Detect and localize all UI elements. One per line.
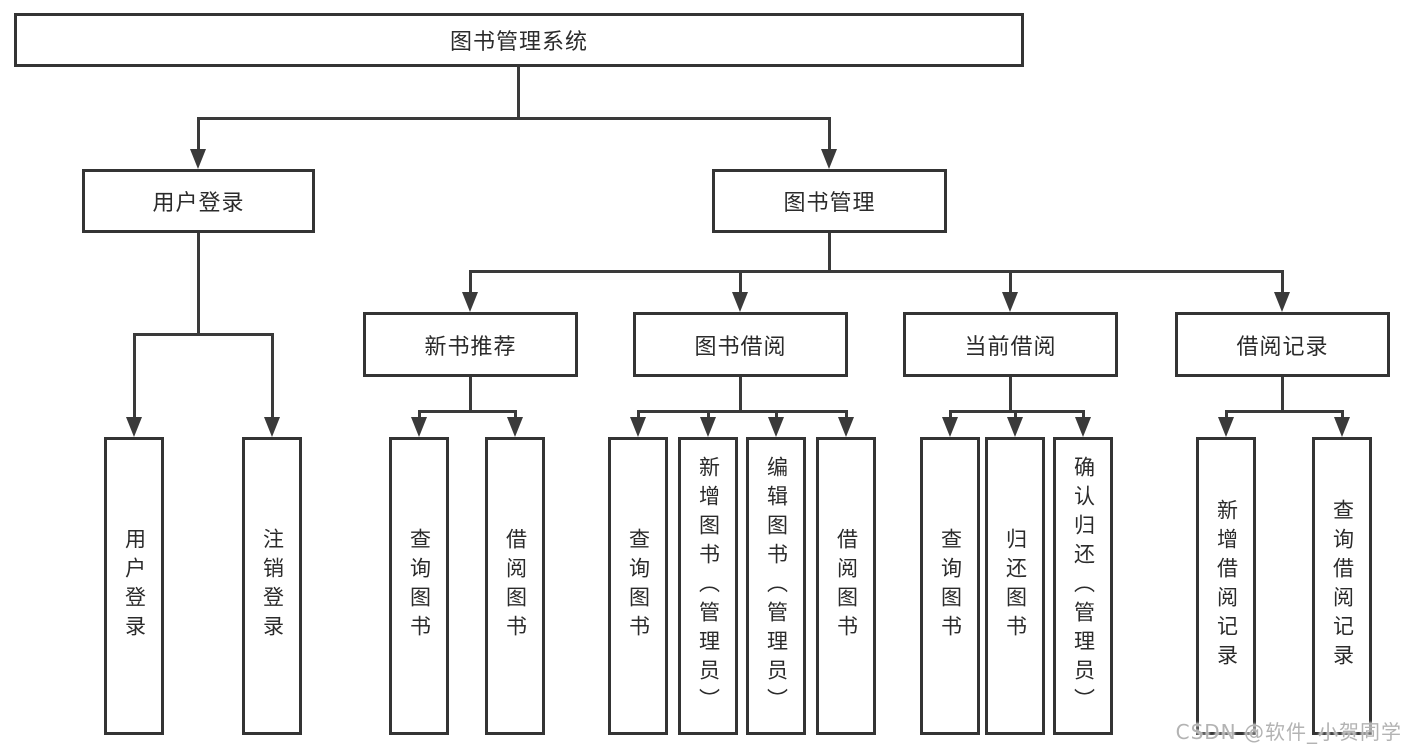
edge-drop-query-books-3	[949, 410, 952, 417]
arrowhead-borrow-books-2	[838, 417, 854, 437]
leaf-query-books-2: 查询图书	[608, 437, 668, 735]
edge-drop-confirm-return	[1082, 410, 1085, 417]
leaf-return-book: 归还图书	[985, 437, 1045, 735]
leaf-borrow-books-2-label: 借阅图书	[834, 528, 859, 644]
leaf-add-borrow-record: 新增借阅记录	[1196, 437, 1256, 735]
edge-book-borrow-horizontal	[637, 410, 848, 413]
edge-book-management-horizontal	[469, 270, 1283, 273]
edge-current-borrow-horizontal	[949, 410, 1085, 413]
edge-drop-current-borrow	[1009, 270, 1012, 292]
edge-new-book-recommend-horizontal	[418, 410, 517, 413]
leaf-query-books-3-label: 查询图书	[938, 528, 963, 644]
leaf-confirm-return-admin-label: 确认归还（管理员）	[1071, 455, 1096, 717]
arrowhead-book-management	[821, 149, 837, 169]
edge-current-borrow-trunk	[1009, 377, 1012, 411]
node-book-borrow: 图书借阅	[633, 312, 848, 377]
arrowhead-leaf-logout	[264, 417, 280, 437]
arrowhead-confirm-return	[1075, 417, 1091, 437]
edge-user-login-trunk	[197, 233, 200, 334]
node-borrow-records: 借阅记录	[1175, 312, 1390, 377]
edge-drop-book-borrow	[739, 270, 742, 292]
leaf-logout-label: 注销登录	[260, 528, 285, 644]
node-current-borrow: 当前借阅	[903, 312, 1118, 377]
arrowhead-edit-book	[768, 417, 784, 437]
edge-drop-borrow-books-2	[845, 410, 848, 417]
arrowhead-add-borrow-record	[1218, 417, 1234, 437]
edge-root-trunk	[517, 67, 520, 118]
arrowhead-user-login	[190, 149, 206, 169]
leaf-add-borrow-record-label: 新增借阅记录	[1214, 499, 1239, 673]
arrowhead-borrow-books-1	[507, 417, 523, 437]
leaf-query-borrow-record: 查询借阅记录	[1312, 437, 1372, 735]
edge-drop-leaf-user-login	[133, 333, 136, 417]
node-new-book-recommend: 新书推荐	[363, 312, 578, 377]
arrowhead-query-books-3	[942, 417, 958, 437]
edge-root-horizontal	[197, 117, 831, 120]
edge-drop-new-book-recommend	[469, 270, 472, 292]
leaf-user-login-label: 用户登录	[122, 528, 147, 644]
leaf-borrow-books-1-label: 借阅图书	[503, 528, 528, 644]
edge-drop-user-login	[197, 117, 200, 150]
leaf-query-borrow-record-label: 查询借阅记录	[1330, 499, 1355, 673]
leaf-edit-book-admin-label: 编辑图书（管理员）	[764, 455, 789, 717]
edge-borrow-records-trunk	[1281, 377, 1284, 411]
arrowhead-new-book-recommend	[462, 292, 478, 312]
edge-drop-query-books-1	[418, 410, 421, 417]
edge-book-borrow-trunk	[739, 377, 742, 411]
leaf-return-book-label: 归还图书	[1003, 528, 1028, 644]
edge-drop-book-management	[828, 117, 831, 150]
leaf-query-books-2-label: 查询图书	[626, 528, 651, 644]
edge-drop-edit-book	[775, 410, 778, 417]
leaf-add-book-admin: 新增图书（管理员）	[678, 437, 738, 735]
arrowhead-query-borrow-record	[1334, 417, 1350, 437]
arrowhead-current-borrow	[1002, 292, 1018, 312]
edge-new-book-recommend-trunk	[469, 377, 472, 411]
leaf-query-books-3: 查询图书	[920, 437, 980, 735]
arrowhead-borrow-records	[1274, 292, 1290, 312]
node-book-management: 图书管理	[712, 169, 947, 233]
edge-drop-borrow-records	[1281, 270, 1284, 292]
edge-borrow-records-horizontal	[1225, 410, 1344, 413]
arrowhead-add-book	[700, 417, 716, 437]
node-library-system: 图书管理系统	[14, 13, 1024, 67]
arrowhead-query-books-2	[630, 417, 646, 437]
edge-drop-query-books-2	[637, 410, 640, 417]
arrowhead-book-borrow	[732, 292, 748, 312]
edge-drop-add-book	[707, 410, 710, 417]
edge-drop-leaf-logout	[271, 333, 274, 417]
leaf-add-book-admin-label: 新增图书（管理员）	[696, 455, 721, 717]
csdn-watermark: CSDN @软件_小贺同学	[1175, 720, 1402, 744]
arrowhead-leaf-user-login	[126, 417, 142, 437]
edge-drop-borrow-books-1	[514, 410, 517, 417]
leaf-query-books-1-label: 查询图书	[407, 528, 432, 644]
arrowhead-query-books-1	[411, 417, 427, 437]
leaf-logout: 注销登录	[242, 437, 302, 735]
node-user-login: 用户登录	[82, 169, 315, 233]
arrowhead-return-book	[1007, 417, 1023, 437]
leaf-borrow-books-1: 借阅图书	[485, 437, 545, 735]
edge-drop-return-book	[1014, 410, 1017, 417]
edge-book-management-trunk	[828, 233, 831, 271]
leaf-user-login: 用户登录	[104, 437, 164, 735]
edge-drop-query-borrow-record	[1341, 410, 1344, 417]
edge-user-login-horizontal	[133, 333, 274, 336]
leaf-edit-book-admin: 编辑图书（管理员）	[746, 437, 806, 735]
leaf-confirm-return-admin: 确认归还（管理员）	[1053, 437, 1113, 735]
leaf-query-books-1: 查询图书	[389, 437, 449, 735]
leaf-borrow-books-2: 借阅图书	[816, 437, 876, 735]
edge-drop-add-borrow-record	[1225, 410, 1228, 417]
